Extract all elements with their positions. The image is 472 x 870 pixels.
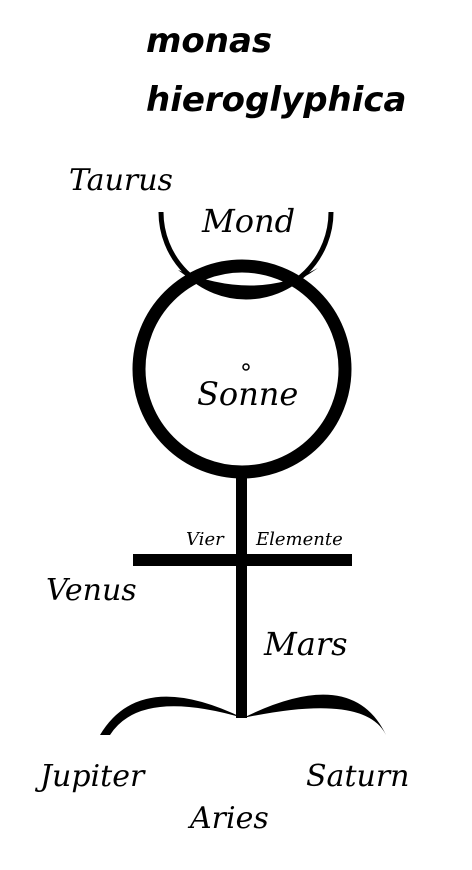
- aries-horn-right: [243, 694, 386, 735]
- title-line-1: monas: [146, 21, 272, 61]
- label-sonne: Sonne: [197, 375, 298, 413]
- sun-center-dot: [242, 363, 250, 371]
- label-saturn: Saturn: [306, 759, 409, 794]
- aries-horn-left: [100, 696, 243, 735]
- label-mond: Mond: [201, 202, 295, 240]
- vertical-stem: [236, 470, 247, 718]
- label-vier: Vier: [186, 529, 225, 550]
- label-taurus: Taurus: [69, 163, 173, 198]
- label-mars: Mars: [263, 625, 348, 663]
- label-elemente: Elemente: [255, 529, 343, 550]
- title-line-2: hieroglyphica: [146, 80, 407, 120]
- label-jupiter: Jupiter: [34, 759, 146, 794]
- moon-crescent-fill: [178, 268, 318, 296]
- moon-crescent-shape: [158, 211, 334, 300]
- label-venus: Venus: [46, 573, 137, 608]
- label-aries: Aries: [187, 801, 269, 836]
- cross-bar: [133, 554, 352, 566]
